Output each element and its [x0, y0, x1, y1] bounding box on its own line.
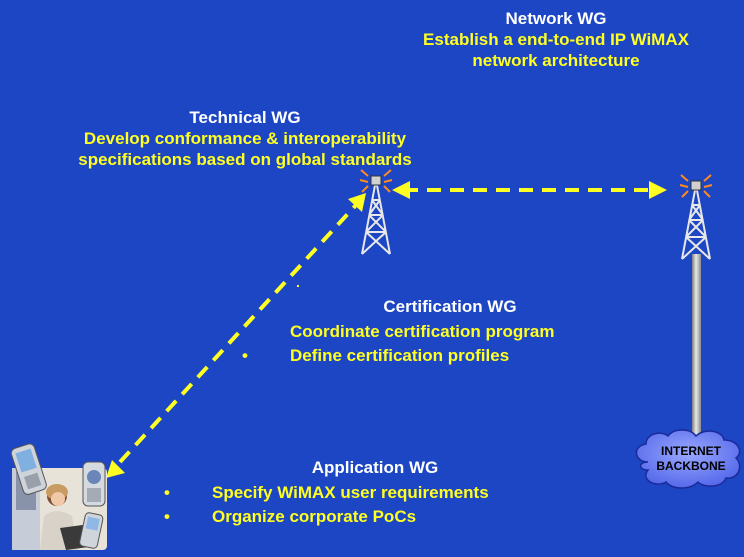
- certification-wg-list: • Coordinate certification program • Def…: [242, 320, 554, 368]
- cloud-line2: BACKBONE: [656, 459, 726, 473]
- network-link-arrow-right: [649, 181, 667, 199]
- application-wg-item: • Organize corporate PoCs: [164, 505, 489, 529]
- network-wg-block: Network WG Establish a end-to-end IP WiM…: [376, 8, 736, 71]
- network-wg-line1: Establish a end-to-end IP WiMAX: [423, 30, 689, 49]
- technical-wg-title: Technical WG: [189, 108, 301, 127]
- certification-wg-item-text: Define certification profiles: [290, 346, 510, 365]
- radio-tower-icon: [679, 174, 713, 260]
- application-wg-item: • Specify WiMAX user requirements: [164, 481, 489, 505]
- backbone-pole: [692, 254, 701, 450]
- application-wg-list: • Specify WiMAX user requirements • Orga…: [164, 481, 489, 529]
- access-link-arrow-top: [348, 193, 366, 212]
- technical-wg-line1: Develop conformance & interoperability: [83, 129, 407, 148]
- certification-wg-item: • Define certification profiles: [242, 344, 554, 368]
- application-wg-item-text: Specify WiMAX user requirements: [212, 483, 489, 502]
- stray-mark: [297, 285, 299, 287]
- bullet: •: [242, 346, 248, 365]
- radio-tower-icon: [359, 169, 393, 255]
- network-wg-line2: network architecture: [472, 51, 640, 70]
- certification-wg-title: Certification WG: [383, 297, 517, 316]
- technical-wg-block: Technical WG Develop conformance & inter…: [22, 107, 468, 170]
- certification-wg-item-text: Coordinate certification program: [290, 322, 555, 341]
- application-wg-item-text: Organize corporate PoCs: [212, 507, 417, 526]
- access-link: [118, 203, 358, 464]
- bullet: •: [164, 483, 170, 502]
- access-link-arrow-bottom: [106, 460, 125, 478]
- network-link-arrow-left: [392, 181, 410, 199]
- internet-cloud-icon: [635, 429, 741, 489]
- cloud-line1: INTERNET: [661, 444, 721, 458]
- mobile-users-photo: [10, 443, 107, 550]
- technical-wg-line2: specifications based on global standards: [78, 150, 412, 169]
- certification-wg-item: • Coordinate certification program: [290, 320, 554, 344]
- bullet: •: [164, 507, 170, 526]
- application-wg-title: Application WG: [311, 458, 439, 477]
- network-wg-title: Network WG: [505, 9, 607, 28]
- internet-backbone-label: INTERNET BACKBONE: [640, 444, 742, 474]
